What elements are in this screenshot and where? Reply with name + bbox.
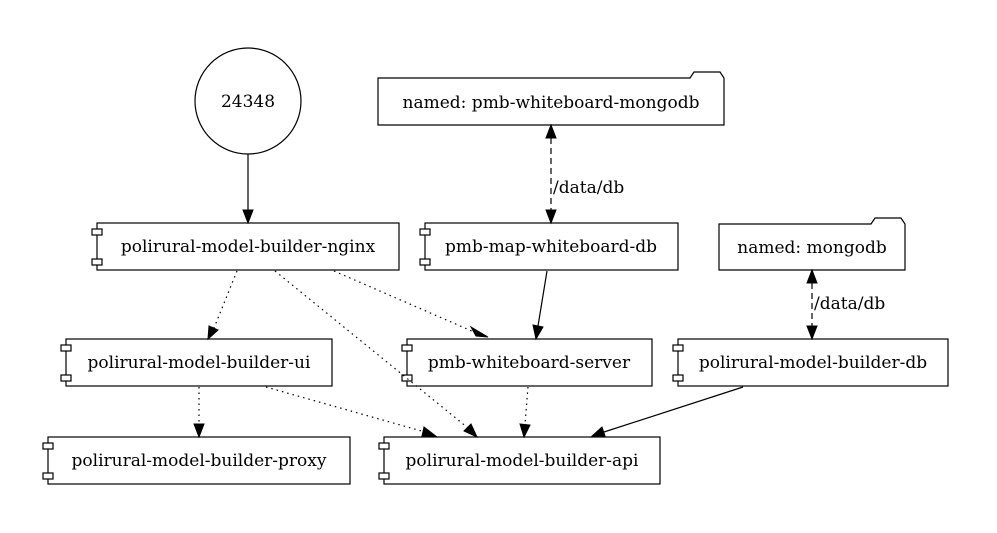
service-nginx-label: polirural-model-builder-nginx: [121, 237, 376, 257]
service-ui: polirural-model-builder-ui: [60, 338, 333, 387]
edge-nginx-to-whiteboard-server: [333, 270, 489, 338]
port-label: 24348: [221, 92, 275, 112]
edge-port-to-nginx: [242, 154, 254, 225]
mount-label-mongodb: /data/db: [814, 294, 885, 314]
service-api: polirural-model-builder-api: [378, 436, 661, 485]
service-proxy-label: polirural-model-builder-proxy: [72, 451, 327, 471]
edge-ui-to-proxy: [193, 387, 205, 439]
edge-model-builder-db-to-api: [589, 386, 744, 438]
service-nginx: polirural-model-builder-nginx: [91, 222, 400, 271]
service-ui-label: polirural-model-builder-ui: [88, 353, 311, 373]
service-pmb-whiteboard-server: pmb-whiteboard-server: [401, 338, 653, 387]
port-24348-node: 24348: [194, 47, 302, 155]
edge-nginx-to-api: [274, 270, 479, 439]
volume-pmb-whiteboard-mongodb: named: pmb-whiteboard-mongodb: [377, 71, 725, 126]
service-pmb-map-whiteboard-db: pmb-map-whiteboard-db: [419, 222, 679, 271]
service-api-label: polirural-model-builder-api: [406, 451, 640, 471]
volume-mongodb-label: named: mongodb: [737, 238, 887, 258]
service-pmb-map-whiteboard-db-label: pmb-map-whiteboard-db: [445, 237, 657, 257]
edge-volume-mongodb-mount: /data/db: [806, 268, 885, 341]
edge-nginx-to-ui: [207, 270, 238, 341]
edge-map-db-to-whiteboard-server: [532, 270, 548, 341]
volume-mongodb: named: mongodb: [718, 217, 906, 271]
edge-volume-whiteboard-mount: /data/db: [545, 123, 624, 225]
service-model-builder-db: polirural-model-builder-db: [672, 338, 949, 387]
edge-whiteboard-server-to-api: [519, 386, 531, 439]
service-proxy: polirural-model-builder-proxy: [42, 436, 351, 485]
service-pmb-whiteboard-server-label: pmb-whiteboard-server: [428, 353, 631, 373]
volume-pmb-whiteboard-mongodb-label: named: pmb-whiteboard-mongodb: [403, 93, 700, 113]
service-model-builder-db-label: polirural-model-builder-db: [699, 353, 927, 373]
mount-label-whiteboard: /data/db: [553, 178, 624, 198]
edge-ui-to-api: [265, 386, 439, 438]
